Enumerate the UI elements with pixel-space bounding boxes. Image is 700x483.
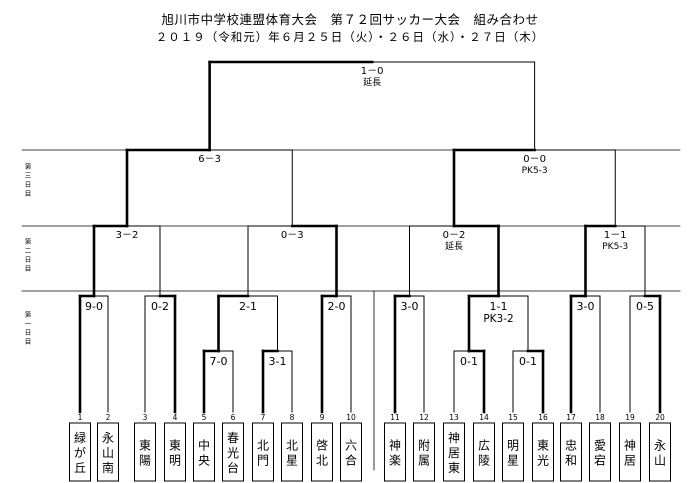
team-name: 春光台 (227, 431, 239, 475)
team-name: 神居 (624, 439, 636, 468)
team-number: 7 (261, 413, 266, 422)
team-name: 神楽 (389, 439, 401, 468)
team-box[interactable] (252, 422, 274, 482)
team-box[interactable] (97, 422, 119, 482)
team-name: 啓北 (316, 438, 328, 468)
team-name: 広陵 (478, 439, 490, 468)
team-number: 13 (449, 413, 459, 422)
team-name: 永山南 (102, 431, 114, 475)
team-box[interactable] (164, 422, 186, 482)
team-number: 4 (173, 413, 178, 422)
team-box[interactable] (222, 422, 244, 482)
match-score: 7-0 (210, 355, 228, 368)
match-note: PK5-3 (602, 242, 628, 252)
team-number: 6 (231, 413, 236, 422)
team-number: 18 (595, 413, 605, 422)
team-name: 神居東 (448, 431, 460, 475)
team-number: 5 (202, 413, 207, 422)
team-box[interactable] (560, 422, 582, 482)
team-number: 2 (106, 413, 111, 422)
team-box[interactable] (443, 422, 465, 482)
team-number: 19 (625, 413, 635, 422)
day-label: 第一日目 (25, 310, 32, 346)
match-note: PK5-3 (522, 166, 548, 176)
team-number: 14 (479, 413, 489, 422)
team-box[interactable] (69, 422, 91, 482)
team-number: 12 (419, 413, 429, 422)
match-score: 2-1 (239, 300, 257, 313)
team-number: 17 (566, 413, 576, 422)
match-score: 0－3 (281, 230, 304, 241)
team-name: 緑が丘 (74, 430, 86, 475)
team-box[interactable] (311, 422, 333, 482)
team-box[interactable] (619, 422, 641, 482)
match-score: 3-0 (401, 300, 419, 313)
match-score: 0-2 (151, 300, 169, 313)
match-score: 0－0 (523, 154, 546, 165)
match-score: 2-0 (328, 300, 346, 313)
team-name: 北門 (257, 439, 269, 468)
team-box[interactable] (384, 422, 406, 482)
team-number: 9 (320, 413, 325, 422)
team-name: 忠和 (565, 439, 577, 468)
team-box[interactable] (340, 422, 362, 482)
team-number: 10 (346, 413, 356, 422)
date-line: ２０１９（令和元）年６月２５日（火）・２６日（水）・２７日（木） (155, 30, 545, 44)
match-score: 3-0 (577, 300, 595, 313)
team-box[interactable] (193, 422, 215, 482)
team-box[interactable] (649, 422, 671, 482)
team-number: 3 (143, 413, 148, 422)
team-box[interactable] (134, 422, 156, 482)
team-name: 六合 (345, 439, 357, 468)
team-number: 8 (290, 413, 295, 422)
team-box[interactable] (532, 422, 554, 482)
match-score: 1-1 (490, 300, 508, 313)
match-note: 延長 (363, 76, 381, 88)
match-score: 6－3 (198, 154, 221, 165)
day-label: 第三日目 (25, 162, 32, 198)
match-score: 9-0 (85, 300, 103, 313)
match-score: 3－2 (116, 230, 139, 241)
team-name: 愛宕 (594, 439, 606, 468)
team-number: 1 (78, 413, 83, 422)
team-name: 東光 (537, 439, 549, 468)
team-name: 東陽 (139, 439, 151, 468)
team-name: 東明 (169, 439, 181, 468)
team-name: 永山 (654, 439, 666, 468)
team-number: 11 (390, 413, 400, 422)
team-number: 20 (655, 413, 665, 422)
team-name: 明星 (507, 439, 519, 468)
page-title: 旭川市中学校連盟体育大会 第７２回サッカー大会 組み合わせ (161, 12, 539, 27)
match-score: 0－2 (443, 230, 466, 241)
match-score: 1－1 (604, 230, 627, 241)
match-score: 0-1 (460, 355, 478, 368)
team-box[interactable] (502, 422, 524, 482)
match-score: 1－0 (361, 66, 384, 77)
match-score: 0-1 (519, 355, 537, 368)
team-name: 北星 (286, 439, 298, 468)
team-box[interactable] (589, 422, 611, 482)
team-box[interactable] (413, 422, 435, 482)
team-name: 附属 (418, 439, 430, 468)
team-name: 中央 (198, 438, 210, 468)
team-number: 16 (538, 413, 548, 422)
team-box[interactable] (281, 422, 303, 482)
match-score: 0-5 (636, 300, 654, 313)
team-box[interactable] (473, 422, 495, 482)
day-label: 第二日目 (25, 237, 32, 273)
match-note: 延長 (445, 240, 463, 252)
match-score: 3-1 (269, 355, 287, 368)
match-note: PK3-2 (483, 313, 513, 325)
team-number: 15 (508, 413, 518, 422)
